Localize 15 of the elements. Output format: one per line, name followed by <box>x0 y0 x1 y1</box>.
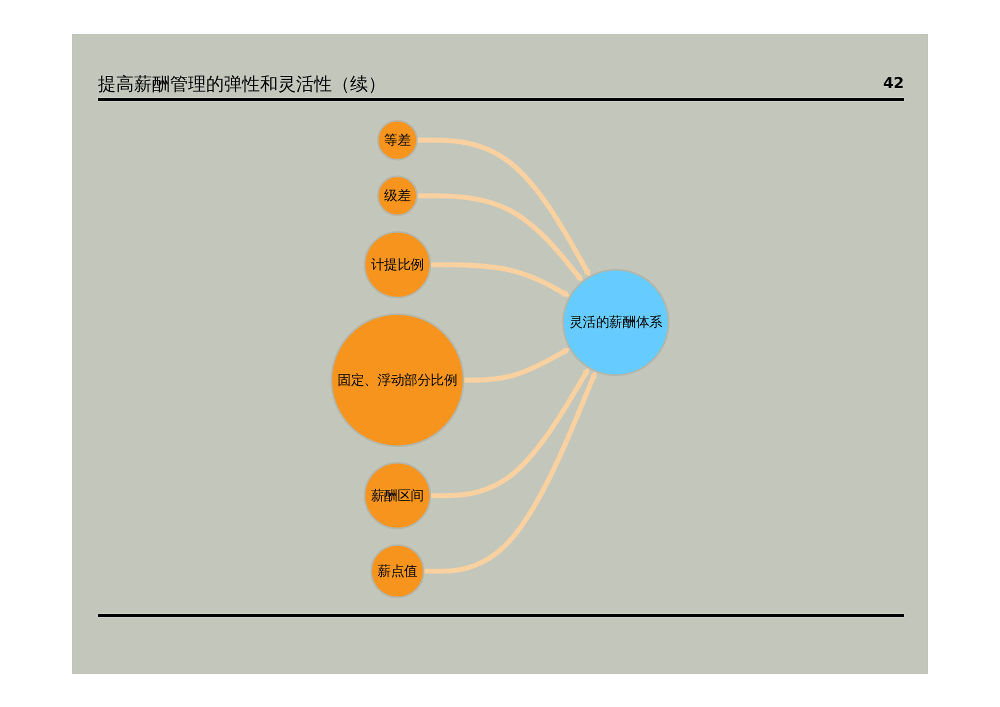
arrow <box>416 138 591 277</box>
arrow <box>416 193 583 282</box>
node-circle: 等差 <box>377 120 418 161</box>
node-circle: 固定、浮动部分比例 <box>330 313 464 448</box>
node-circle: 级差 <box>377 175 418 216</box>
node-circle: 灵活的薪酬体系 <box>562 268 670 376</box>
arrow <box>463 348 570 383</box>
arrow <box>430 262 570 298</box>
node-circle: 薪酬区间 <box>364 462 432 530</box>
arrow <box>424 370 597 574</box>
node-circle: 薪点值 <box>370 544 424 598</box>
page-number: 42 <box>883 74 904 92</box>
node-circle: 计提比例 <box>364 231 432 298</box>
slide-title: 提高薪酬管理的弹性和灵活性（续） <box>98 73 386 96</box>
arrow <box>430 368 590 498</box>
